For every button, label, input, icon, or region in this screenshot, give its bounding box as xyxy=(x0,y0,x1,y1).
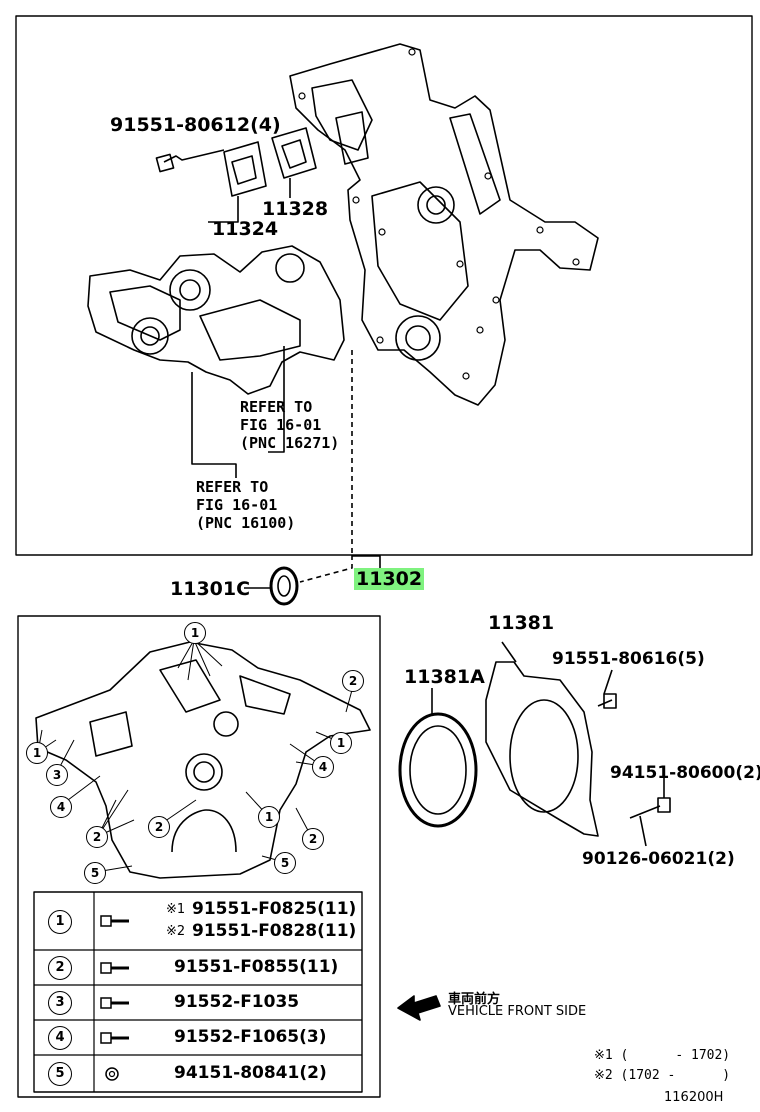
note-1: ※1 ( - 1702) xyxy=(594,1048,731,1063)
label-11301c: 11301C xyxy=(170,578,251,600)
label-11302[interactable]: 11302 xyxy=(354,568,425,590)
table-part-number: 91551-F0855(11) xyxy=(174,957,339,977)
front-arrow xyxy=(397,995,441,1021)
label-11324: 11324 xyxy=(212,218,279,240)
table-row-number: 5 xyxy=(48,1062,72,1086)
nut-icon xyxy=(105,1067,119,1081)
oil-seal-11301c xyxy=(269,566,299,606)
callout-2: 2 xyxy=(342,670,364,692)
label-11381a: 11381A xyxy=(404,666,485,688)
direction-label-jp: 車両前方 xyxy=(448,992,501,1007)
gasket-11328 xyxy=(271,127,317,179)
table-part-number: 91551-F0828(11) xyxy=(192,921,357,941)
lower-timing-cover xyxy=(35,641,371,879)
label-11381: 11381 xyxy=(488,612,555,634)
callout-2: 2 xyxy=(86,826,108,848)
callout-1: 1 xyxy=(184,622,206,644)
label-91551-80612: 91551-80612(4) xyxy=(110,114,281,136)
callout-1: 1 xyxy=(330,732,352,754)
table-row-number: 1 xyxy=(48,910,72,934)
water-pump xyxy=(87,245,345,395)
callout-1: 1 xyxy=(258,806,280,828)
bolt-icon xyxy=(100,997,129,1009)
bolt-icon xyxy=(100,962,129,974)
table-mark: ※2 xyxy=(166,924,186,939)
note-2: ※2 (1702 - ) xyxy=(594,1068,731,1083)
table-row: 3 91552-F1035 xyxy=(34,985,362,1020)
upper-frame xyxy=(15,15,753,556)
highlighted-part-number[interactable]: 11302 xyxy=(354,568,425,590)
table-row-number: 3 xyxy=(48,991,72,1015)
parts-table xyxy=(33,891,363,1093)
label-90126-06021: 90126-06021(2) xyxy=(582,849,735,869)
refer-note-2-line-3: (PNC 16100) xyxy=(196,514,296,532)
table-part-number: 94151-80841(2) xyxy=(174,1063,327,1083)
callout-2: 2 xyxy=(302,828,324,850)
gasket-11324 xyxy=(223,141,267,197)
label-94151-80600: 94151-80600(2) xyxy=(610,763,760,783)
bolt-icon xyxy=(100,1032,129,1044)
table-row: 4 91552-F1065(3) xyxy=(34,1020,362,1055)
bolt-icon xyxy=(100,915,129,927)
refer-note-2-line-1: REFER TO xyxy=(196,478,269,496)
retainer-11381 xyxy=(485,661,599,837)
label-91551-80616: 91551-80616(5) xyxy=(552,649,705,669)
timing-cover-outline xyxy=(289,43,599,406)
refer-note-1-line-2: FIG 16-01 xyxy=(240,416,322,434)
oil-seal-11381a xyxy=(398,712,478,828)
callout-5: 5 xyxy=(84,862,106,884)
table-row: 5 94151-80841(2) xyxy=(34,1055,362,1092)
refer-note-2-line-2: FIG 16-01 xyxy=(196,496,278,514)
callout-2: 2 xyxy=(148,816,170,838)
refer-note-1-line-1: REFER TO xyxy=(240,398,313,416)
table-part-number: 91552-F1065(3) xyxy=(174,1027,327,1047)
table-row: 1 ※1 91551-F0825(11) ※2 91551-F0828(11) xyxy=(34,892,362,950)
refer-note-1-line-3: (PNC 16271) xyxy=(240,434,340,452)
callout-4: 4 xyxy=(50,796,72,818)
callout-1: 1 xyxy=(26,742,48,764)
table-row-number: 4 xyxy=(48,1026,72,1050)
table-part-number: 91551-F0825(11) xyxy=(192,899,357,919)
lower-frame xyxy=(17,615,381,1098)
callout-5: 5 xyxy=(274,852,296,874)
table-row: 2 91551-F0855(11) xyxy=(34,950,362,985)
table-mark: ※1 xyxy=(166,902,186,917)
table-row-number: 2 xyxy=(48,956,72,980)
callout-4: 4 xyxy=(312,756,334,778)
figure-id: 116200H xyxy=(664,1090,724,1105)
callout-3: 3 xyxy=(46,764,68,786)
direction-label-en: VEHICLE FRONT SIDE xyxy=(448,1004,587,1019)
table-part-number: 91552-F1035 xyxy=(174,992,300,1012)
label-11328: 11328 xyxy=(262,198,329,220)
